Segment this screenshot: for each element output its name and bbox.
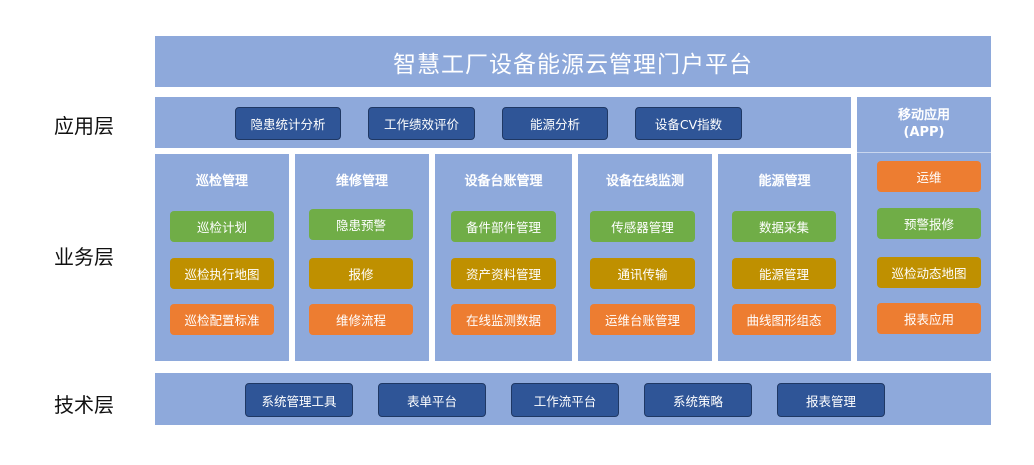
mobile-app-panel: 移动应用 (APP) 运维 预警报修 巡检动态地图 报表应用: [857, 97, 991, 361]
mobile-app-title: 移动应用: [897, 108, 950, 123]
business-item[interactable]: 运维台账管理: [590, 304, 695, 335]
mobile-panel-divider: [857, 152, 991, 153]
business-item[interactable]: 报修: [309, 258, 413, 289]
column-title: 设备台账管理: [464, 174, 543, 189]
business-column-energy: 能源管理 数据采集 能源管理 曲线图形组态: [718, 154, 851, 361]
business-item[interactable]: 曲线图形组态: [732, 304, 836, 335]
business-item[interactable]: 巡检计划: [170, 211, 274, 242]
mobile-app-heading: 移动应用 (APP): [857, 107, 991, 141]
business-item[interactable]: 隐患预警: [309, 209, 413, 240]
mobile-item-operations[interactable]: 运维: [877, 161, 981, 192]
business-item[interactable]: 通讯传输: [590, 258, 695, 289]
app-item-energy-analysis[interactable]: 能源分析: [502, 107, 608, 140]
business-item[interactable]: 资产资料管理: [451, 258, 556, 289]
business-item[interactable]: 传感器管理: [590, 211, 695, 242]
business-item[interactable]: 巡检执行地图: [170, 258, 274, 289]
application-layer-band: 隐患统计分析 工作绩效评价 能源分析 设备CV指数: [155, 97, 851, 148]
app-item-hazard-analysis[interactable]: 隐患统计分析: [235, 107, 341, 140]
tech-item-system-policy[interactable]: 系统策略: [644, 383, 752, 417]
mobile-app-subtitle: (APP): [903, 125, 945, 140]
column-title: 维修管理: [335, 174, 388, 189]
technical-layer-band: 系统管理工具 表单平台 工作流平台 系统策略 报表管理: [155, 373, 991, 425]
platform-title-banner: 智慧工厂设备能源云管理门户平台: [155, 36, 991, 87]
business-item[interactable]: 备件部件管理: [451, 211, 556, 242]
mobile-item-alert-repair[interactable]: 预警报修: [877, 208, 981, 239]
business-item[interactable]: 数据采集: [732, 211, 836, 242]
layer-label-technical: 技术层: [54, 393, 114, 417]
mobile-item-report-app[interactable]: 报表应用: [877, 303, 981, 334]
business-item[interactable]: 在线监测数据: [451, 304, 556, 335]
tech-item-form-platform[interactable]: 表单平台: [378, 383, 486, 417]
platform-title: 智慧工厂设备能源云管理门户平台: [393, 51, 753, 78]
column-title: 能源管理: [758, 174, 811, 189]
tech-item-system-tools[interactable]: 系统管理工具: [245, 383, 353, 417]
business-column-maintenance: 维修管理 隐患预警 报修 维修流程: [295, 154, 429, 361]
tech-item-workflow-platform[interactable]: 工作流平台: [511, 383, 619, 417]
mobile-item-inspection-map[interactable]: 巡检动态地图: [877, 257, 981, 288]
business-column-equipment-ledger: 设备台账管理 备件部件管理 资产资料管理 在线监测数据: [435, 154, 572, 361]
layer-label-business: 业务层: [54, 245, 114, 269]
business-column-online-monitoring: 设备在线监测 传感器管理 通讯传输 运维台账管理: [578, 154, 712, 361]
layer-label-application: 应用层: [54, 114, 114, 138]
app-item-performance-evaluation[interactable]: 工作绩效评价: [368, 107, 475, 140]
business-item[interactable]: 巡检配置标准: [170, 304, 274, 335]
business-item[interactable]: 维修流程: [309, 304, 413, 335]
tech-item-report-management[interactable]: 报表管理: [777, 383, 885, 417]
column-title: 巡检管理: [195, 174, 248, 189]
column-title: 设备在线监测: [605, 174, 684, 189]
business-item[interactable]: 能源管理: [732, 258, 836, 289]
app-item-equipment-cv-index[interactable]: 设备CV指数: [635, 107, 742, 140]
business-column-inspection: 巡检管理 巡检计划 巡检执行地图 巡检配置标准: [155, 154, 289, 361]
